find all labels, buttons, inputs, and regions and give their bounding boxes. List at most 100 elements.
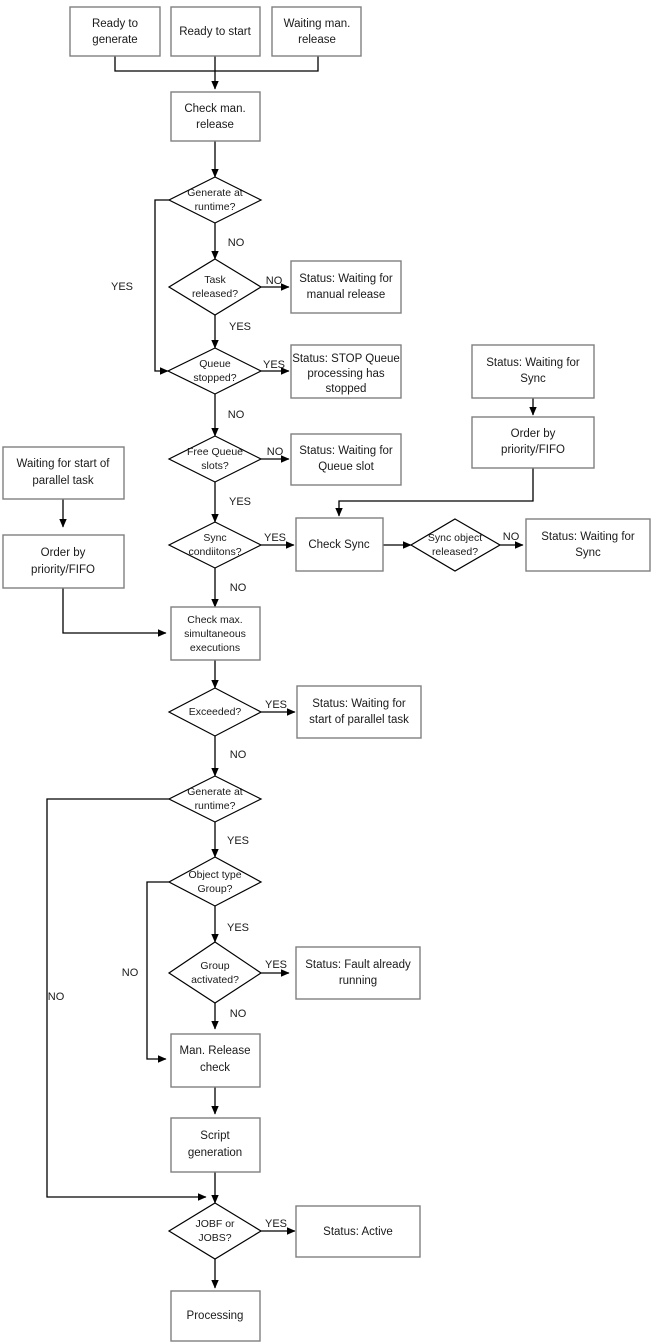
node-label: Sync object xyxy=(428,532,482,544)
node-label: Status: Waiting for xyxy=(486,357,580,369)
node-check-sync[interactable]: Check Sync xyxy=(295,517,384,572)
node-group-activated[interactable]: Group activated? xyxy=(167,941,263,1004)
node-label: release xyxy=(196,119,234,131)
node-jobf-or-jobs[interactable]: JOBF or JOBS? xyxy=(167,1202,263,1260)
edge-label-syncreleased-no: NO xyxy=(503,531,520,543)
node-processing[interactable]: Processing xyxy=(170,1290,261,1342)
node-label: JOBF or xyxy=(195,1218,235,1230)
node-label: Sync xyxy=(520,373,546,385)
node-label: Free Queue xyxy=(187,446,243,458)
edge-labels-layer: YES NO NO YES YES NO NO YES YES NO NO YE… xyxy=(48,237,520,1230)
node-status-fault-already-running[interactable]: Status: Fault already running xyxy=(295,946,421,1000)
node-man-release-check[interactable]: Man. Release check xyxy=(170,1033,261,1088)
node-label: Man. Release xyxy=(180,1045,251,1057)
edge-label-exceeded-yes: YES xyxy=(265,699,287,711)
node-label: Status: Waiting for xyxy=(541,531,635,543)
edge-gen2-no-loop xyxy=(46,798,207,1201)
node-script-generation[interactable]: Script generation xyxy=(170,1117,261,1173)
node-status-waiting-sync-2[interactable]: Status: Waiting for Sync xyxy=(525,518,651,572)
node-label: priority/FIFO xyxy=(31,564,95,576)
edge-label-freequeue-yes: YES xyxy=(229,496,251,508)
node-ready-to-start[interactable]: Ready to start xyxy=(170,6,261,57)
node-label: JOBS? xyxy=(198,1232,231,1244)
node-object-type-group[interactable]: Object type Group? xyxy=(167,856,263,907)
node-status-active[interactable]: Status: Active xyxy=(295,1205,421,1258)
node-status-waiting-start-parallel[interactable]: Status: Waiting for start of parallel ta… xyxy=(296,685,422,739)
node-exceeded[interactable]: Exceeded? xyxy=(167,687,263,737)
node-generate-at-runtime-2[interactable]: Generate at runtime? xyxy=(167,775,263,823)
node-label: manual release xyxy=(307,289,386,301)
node-label: released? xyxy=(192,288,238,300)
node-label: Sync xyxy=(575,547,601,559)
node-label: Exceeded? xyxy=(189,706,242,718)
node-label: generation xyxy=(188,1147,242,1159)
edge-label-freequeue-no: NO xyxy=(267,446,284,458)
node-label: stopped xyxy=(326,383,367,395)
node-label: condiitons? xyxy=(188,546,241,558)
edge-label-groupact-no: NO xyxy=(230,1008,247,1020)
nodes-layer: Ready to generate Ready to start Waiting… xyxy=(2,6,651,1342)
node-label: Check man. xyxy=(184,103,245,115)
node-label: Ready to start xyxy=(179,26,251,38)
edge-label-queue-no: NO xyxy=(228,409,245,421)
node-label: Object type xyxy=(188,869,241,881)
node-order-by-priority-left[interactable]: Order by priority/FIFO xyxy=(2,534,125,589)
edge-top-merge xyxy=(114,56,319,72)
node-label: Processing xyxy=(187,1310,244,1322)
node-generate-at-runtime-1[interactable]: Generate at runtime? xyxy=(167,176,263,224)
node-label: release xyxy=(298,34,336,46)
node-label: Generate at xyxy=(187,187,243,199)
node-status-waiting-queue-slot[interactable]: Status: Waiting for Queue slot xyxy=(290,433,402,486)
node-label: Status: Waiting for xyxy=(299,445,393,457)
node-status-waiting-sync-1[interactable]: Status: Waiting for Sync xyxy=(471,344,595,399)
node-label: running xyxy=(339,975,377,987)
node-label: Group? xyxy=(197,883,232,895)
node-label: simultaneous xyxy=(184,628,246,640)
edge-gen1-yes-loop xyxy=(154,199,169,375)
edge-label-task-no: NO xyxy=(266,275,283,287)
edge-label-gen2-yes: YES xyxy=(227,835,249,847)
node-label: processing has xyxy=(307,368,385,380)
node-check-man-release[interactable]: Check man. release xyxy=(170,91,261,142)
node-label: Order by xyxy=(511,428,556,440)
node-waiting-start-parallel-task[interactable]: Waiting for start of parallel task xyxy=(2,446,125,500)
edge-label-sync-yes: YES xyxy=(264,532,286,544)
node-label: Task xyxy=(204,274,226,286)
node-order-by-priority-right[interactable]: Order by priority/FIFO xyxy=(471,416,595,469)
node-label: Sync xyxy=(203,532,226,544)
node-check-max-simultaneous-executions[interactable]: Check max. simultaneous executions xyxy=(170,606,261,661)
node-label: released? xyxy=(432,546,478,558)
node-label: generate xyxy=(92,34,137,46)
edge-label-groupact-yes: YES xyxy=(265,959,287,971)
node-label: Status: Active xyxy=(323,1226,393,1238)
node-label: Status: Waiting for xyxy=(299,273,393,285)
node-label: stopped? xyxy=(193,372,236,384)
node-label: Waiting man. xyxy=(284,18,351,30)
node-task-released[interactable]: Task released? xyxy=(167,258,263,316)
node-label: activated? xyxy=(191,974,239,986)
node-queue-stopped[interactable]: Queue stopped? xyxy=(166,347,263,395)
node-label: Queue xyxy=(199,358,231,370)
edge-label-gen2-no: NO xyxy=(48,991,65,1003)
edge-label-objgroup-no: NO xyxy=(122,967,139,979)
node-waiting-man-release[interactable]: Waiting man. release xyxy=(271,6,362,57)
node-sync-conditions[interactable]: Sync condiitons? xyxy=(167,521,263,569)
node-label: Check Sync xyxy=(308,539,370,551)
node-status-waiting-manual-release[interactable]: Status: Waiting for manual release xyxy=(290,260,402,314)
node-label: executions xyxy=(190,642,240,654)
edge-label-exceeded-no: NO xyxy=(230,749,247,761)
node-ready-to-generate[interactable]: Ready to generate xyxy=(69,6,161,57)
node-label: Generate at xyxy=(187,786,243,798)
node-label: Status: Waiting for xyxy=(312,698,406,710)
edge-label-gen1-yes: YES xyxy=(111,281,133,293)
node-status-stop-queue[interactable]: Status: STOP Queue processing has stoppe… xyxy=(290,344,402,399)
edge-label-objgroup-yes: YES xyxy=(227,922,249,934)
node-label: Check max. xyxy=(187,614,242,626)
node-label: Script xyxy=(200,1130,230,1142)
node-label: Ready to xyxy=(92,18,138,30)
node-sync-object-released[interactable]: Sync object released? xyxy=(409,518,502,572)
edge-label-jobf-yes: YES xyxy=(265,1218,287,1230)
node-free-queue-slots[interactable]: Free Queue slots? xyxy=(167,435,263,483)
